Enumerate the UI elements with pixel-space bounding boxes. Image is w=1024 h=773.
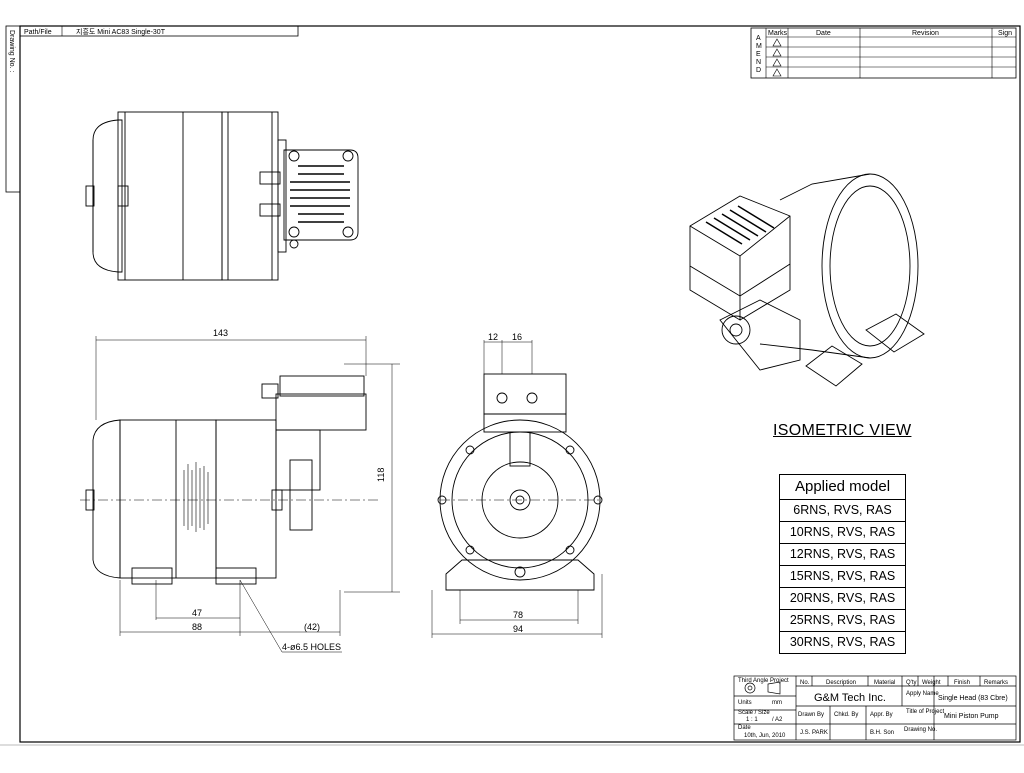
dim-42: (42) xyxy=(304,622,320,632)
applied-model-table: Applied model 6RNS, RVS, RAS 10RNS, RVS,… xyxy=(779,474,906,654)
applied-model-row: 20RNS, RVS, RAS xyxy=(780,587,905,609)
col-qty: Q'ty xyxy=(906,680,916,686)
applied-model-row: 6RNS, RVS, RAS xyxy=(780,499,905,521)
col-no: No. xyxy=(800,680,810,686)
amend-col-revision: Revision xyxy=(912,30,939,37)
amend-letter: D xyxy=(756,67,761,74)
dim-78: 78 xyxy=(513,610,523,620)
apply-name-value: Single Head (83 Cbre) xyxy=(938,695,1008,702)
side-view xyxy=(80,375,380,585)
col-remarks: Remarks xyxy=(984,680,1008,686)
drawing-no-strip: Drawing No. : xyxy=(5,25,21,193)
dim-holes: 4-ø6.5 HOLES xyxy=(282,642,341,652)
dim-16: 16 xyxy=(512,332,522,342)
drawing-no-label: Drawing No. xyxy=(904,727,937,733)
date-label: Date xyxy=(738,725,751,731)
revision-triangle-icons xyxy=(772,38,782,77)
units-label: Units xyxy=(738,700,752,706)
projection-label: Third Angle Project xyxy=(738,678,789,684)
col-weight: Weight xyxy=(922,680,941,686)
scale-value: 1 : 1 xyxy=(746,717,758,723)
col-material: Material xyxy=(874,680,895,686)
drawing-no-label: Drawing No. : xyxy=(8,30,15,72)
sheet-border xyxy=(19,25,1021,743)
amend-letter: N xyxy=(756,59,761,66)
applied-model-row: 25RNS, RVS, RAS xyxy=(780,609,905,631)
drawn-by-label: Drawn By xyxy=(798,712,824,718)
applied-model-title: Applied model xyxy=(794,478,891,495)
applied-model-row: 30RNS, RVS, RAS xyxy=(780,631,905,653)
dim-height: 118 xyxy=(376,468,386,482)
end-view xyxy=(437,373,603,591)
chkd-by-label: Chkd. By xyxy=(834,712,858,718)
applied-model-row: 10RNS, RVS, RAS xyxy=(780,521,905,543)
appr-by-name: B.H. Son xyxy=(870,730,894,736)
path-label: Path/File xyxy=(24,29,52,36)
dim-12: 12 xyxy=(488,332,498,342)
side-dimensions xyxy=(95,336,400,653)
apply-name-label: Apply Name xyxy=(906,691,939,697)
top-view xyxy=(85,111,359,281)
scale-label: Scale / Size xyxy=(738,710,770,716)
dim-88: 88 xyxy=(192,622,202,632)
isometric-view xyxy=(689,173,925,387)
dim-94: 94 xyxy=(513,624,523,634)
units-value: mm xyxy=(772,700,782,706)
amend-col-marks: Marks xyxy=(768,30,788,37)
amend-letter: E xyxy=(756,51,761,58)
dim-total-length: 143 xyxy=(213,328,228,338)
amend-col-date: Date xyxy=(816,30,831,37)
amend-table: Marks Date Revision Sign A M E N D xyxy=(750,27,1017,79)
end-dimensions xyxy=(431,340,603,638)
col-finish: Finish xyxy=(954,680,970,686)
isometric-view-title: ISOMETRIC VIEW xyxy=(773,422,912,439)
amend-letter: M xyxy=(756,43,762,50)
appr-by-label: Appr. By xyxy=(870,712,893,718)
company-name: G&M Tech Inc. xyxy=(814,692,886,704)
title-of-project-label: Title of Project xyxy=(906,709,944,715)
amend-col-sign: Sign xyxy=(998,30,1012,37)
amend-letter: A xyxy=(756,35,761,42)
date-value: 10th, Jun, 2010 xyxy=(744,733,786,739)
col-description: Description xyxy=(826,680,856,686)
drawn-by-name: J.S. PARK xyxy=(800,730,828,736)
applied-model-row: 12RNS, RVS, RAS xyxy=(780,543,905,565)
dim-47: 47 xyxy=(192,608,202,618)
title-of-project-value: Mini Piston Pump xyxy=(944,713,999,720)
projection-symbol-icon xyxy=(744,681,781,695)
applied-model-row: 15RNS, RVS, RAS xyxy=(780,565,905,587)
path-value: 지흥도 Mini AC83 Single-30T xyxy=(76,27,166,36)
size-value: / A2 xyxy=(772,717,783,723)
